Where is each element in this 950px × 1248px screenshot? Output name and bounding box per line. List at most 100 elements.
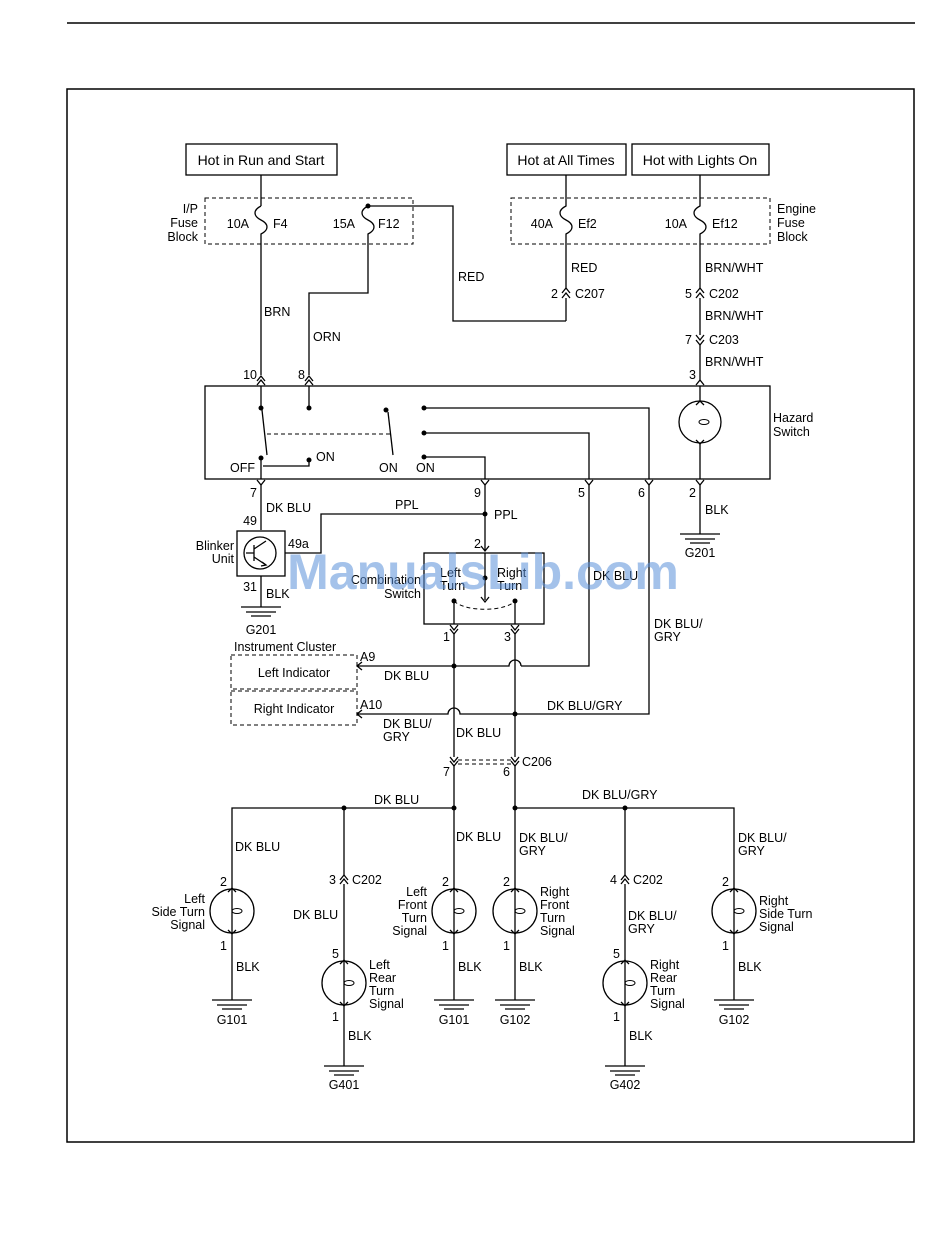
source-all-times: Hot at All Times (506, 143, 627, 176)
connector-c202-upper: 5 C202 (685, 286, 739, 335)
svg-text:I/P: I/P (183, 202, 198, 216)
source-run-start: Hot in Run and Start (185, 143, 338, 176)
svg-text:Left: Left (184, 892, 205, 906)
svg-text:2: 2 (551, 287, 558, 301)
wire-label-dkblugry-rside-1: DK BLU/ (738, 831, 787, 845)
lamp-left-rear-turn: 5 1 Left Rear Turn Signal BLK G401 (321, 947, 404, 1092)
svg-text:2: 2 (442, 875, 449, 889)
lamp-left-front-turn: 2 1 Left Front Turn Signal BLK G101 (392, 875, 482, 1027)
svg-text:A9: A9 (360, 650, 375, 664)
svg-text:G401: G401 (329, 1078, 360, 1092)
svg-text:Instrument Cluster: Instrument Cluster (234, 640, 336, 654)
wire-label-dkblu-bus: DK BLU (374, 793, 419, 807)
svg-text:Right: Right (759, 894, 789, 908)
svg-text:A10: A10 (360, 698, 382, 712)
svg-text:7: 7 (250, 486, 257, 500)
svg-text:Signal: Signal (759, 920, 794, 934)
svg-text:Side Turn: Side Turn (151, 905, 205, 919)
svg-text:Right: Right (540, 885, 570, 899)
svg-text:Hot in Run and Start: Hot in Run and Start (198, 152, 325, 168)
svg-text:ON: ON (379, 461, 398, 475)
wire-label-dkblugry-rfront-1: DK BLU/ (519, 831, 568, 845)
svg-text:Ef2: Ef2 (578, 217, 597, 231)
svg-text:C202: C202 (352, 873, 382, 887)
svg-text:BLK: BLK (705, 503, 729, 517)
svg-text:Ef12: Ef12 (712, 217, 738, 231)
svg-text:BLK: BLK (348, 1029, 372, 1043)
svg-text:G102: G102 (719, 1013, 750, 1027)
svg-text:Fuse: Fuse (170, 216, 198, 230)
lamp-right-side-turn: 2 1 Right Side Turn Signal BLK G102 (711, 875, 813, 1027)
svg-text:5: 5 (332, 947, 339, 961)
svg-text:Turn: Turn (540, 911, 565, 925)
svg-text:F12: F12 (378, 217, 400, 231)
svg-text:Signal: Signal (650, 997, 685, 1011)
svg-text:10A: 10A (665, 217, 688, 231)
svg-text:1: 1 (443, 630, 450, 644)
svg-text:Turn: Turn (497, 579, 522, 593)
connector-c206: 7 6 C206 (443, 755, 552, 779)
svg-text:BLK: BLK (236, 960, 260, 974)
svg-text:Left Indicator: Left Indicator (258, 666, 330, 680)
blinker-unit: DK BLU 49 Blinker Unit 49a 31 BLK G201 (196, 485, 485, 637)
svg-text:GRY: GRY (628, 922, 656, 936)
svg-text:BLK: BLK (629, 1029, 653, 1043)
svg-text:9: 9 (474, 486, 481, 500)
svg-text:49: 49 (243, 514, 257, 528)
lamp-left-side-turn: 2 1 Left Side Turn Signal BLK G101 (151, 875, 260, 1027)
svg-text:6: 6 (503, 765, 510, 779)
svg-text:C207: C207 (575, 287, 605, 301)
wire-label-dkblugry-a10-1: DK BLU/ (383, 717, 432, 731)
combination-switch: 2 Left Turn Right Turn Combination Switc… (351, 537, 545, 644)
svg-text:Engine: Engine (777, 202, 816, 216)
svg-text:2: 2 (722, 875, 729, 889)
wire-label-brn-wht-3: BRN/WHT (705, 355, 764, 369)
svg-text:1: 1 (722, 939, 729, 953)
svg-text:OFF: OFF (230, 461, 255, 475)
svg-text:Left: Left (440, 566, 461, 580)
svg-text:15A: 15A (333, 217, 356, 231)
svg-text:10A: 10A (227, 217, 250, 231)
svg-text:1: 1 (503, 939, 510, 953)
svg-text:7: 7 (443, 765, 450, 779)
wire-label-brn: BRN (264, 305, 290, 319)
svg-text:C206: C206 (522, 755, 552, 769)
svg-text:2: 2 (220, 875, 227, 889)
svg-text:10: 10 (243, 368, 257, 382)
svg-text:3: 3 (329, 873, 336, 887)
wire-label-brn-wht-2: BRN/WHT (705, 309, 764, 323)
svg-text:5: 5 (613, 947, 620, 961)
svg-text:G402: G402 (610, 1078, 641, 1092)
svg-text:G102: G102 (500, 1013, 531, 1027)
wire-label-orn: ORN (313, 330, 341, 344)
diagram-frame (66, 88, 915, 1143)
svg-text:BLK: BLK (519, 960, 543, 974)
svg-text:Left: Left (406, 885, 427, 899)
svg-text:1: 1 (613, 1010, 620, 1024)
wire-label-dkblugry-rside-2: GRY (738, 844, 766, 858)
svg-text:Right: Right (497, 566, 527, 580)
svg-text:G101: G101 (217, 1013, 248, 1027)
svg-text:8: 8 (298, 368, 305, 382)
svg-text:Rear: Rear (650, 971, 677, 985)
wire-label-dkblu-pin5: DK BLU (593, 569, 638, 583)
svg-text:Unit: Unit (212, 552, 235, 566)
svg-text:Rear: Rear (369, 971, 396, 985)
svg-text:DK BLU: DK BLU (266, 501, 311, 515)
wire-label-dkblugry-rfront-2: GRY (519, 844, 547, 858)
connector-c207: 2 C207 (551, 286, 605, 301)
svg-text:Signal: Signal (392, 924, 427, 938)
svg-text:F4: F4 (273, 217, 288, 231)
svg-text:Right: Right (650, 958, 680, 972)
wire-label-brn-wht-1: BRN/WHT (705, 261, 764, 275)
svg-text:Signal: Signal (540, 924, 575, 938)
svg-text:Signal: Signal (170, 918, 205, 932)
svg-text:Switch: Switch (384, 587, 421, 601)
svg-text:DK BLU: DK BLU (293, 908, 338, 922)
svg-text:5: 5 (685, 287, 692, 301)
svg-text:31: 31 (243, 580, 257, 594)
svg-text:Left: Left (369, 958, 390, 972)
svg-text:Side Turn: Side Turn (759, 907, 813, 921)
wire-label-dkblu-trunk: DK BLU (456, 726, 501, 740)
